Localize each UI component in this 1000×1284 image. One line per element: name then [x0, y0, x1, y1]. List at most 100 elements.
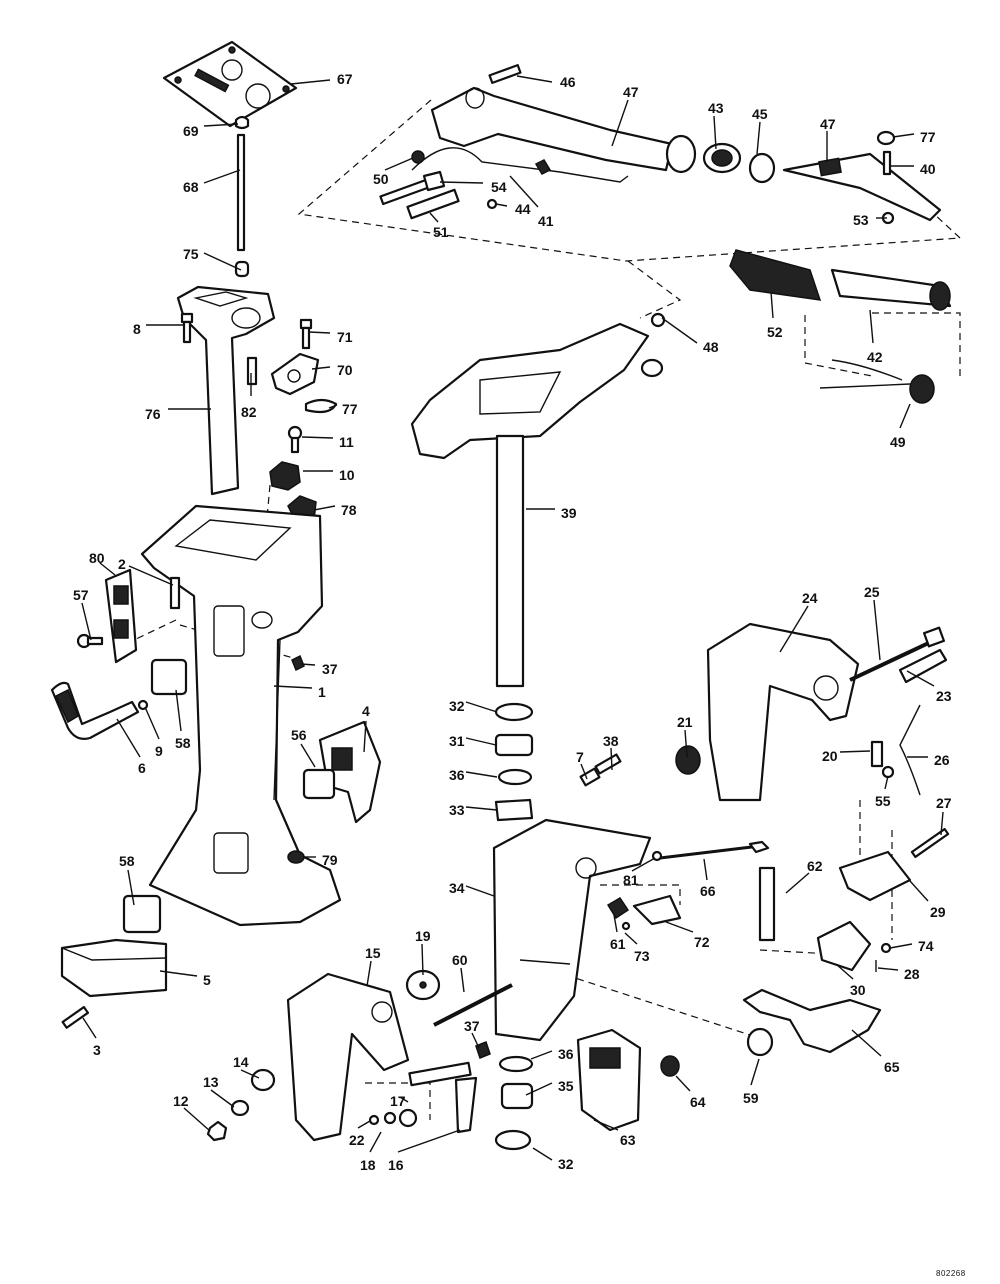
callout-label-c19: 19 — [415, 928, 431, 944]
callout-label-c28: 28 — [904, 966, 920, 982]
callout-leader-c43 — [713, 115, 717, 150]
callout-label-c61: 61 — [610, 936, 626, 952]
thrust-washer-part-32-upper — [494, 702, 534, 722]
callout-label-c74: 74 — [918, 938, 934, 954]
callout-label-c33: 33 — [449, 802, 465, 818]
bolt-part-8 — [180, 312, 194, 344]
callout-leader-c7 — [580, 763, 588, 780]
pad-part-56 — [302, 768, 336, 800]
spring-part-62 — [758, 866, 776, 942]
bracket-part-63 — [576, 1028, 642, 1132]
screw-part-57 — [76, 633, 104, 649]
callout-leader-c22 — [357, 1120, 371, 1129]
lever-part-72 — [632, 894, 682, 926]
callout-label-c32a: 32 — [449, 698, 465, 714]
callout-label-c38: 38 — [603, 733, 619, 749]
callout-leader-c37b — [471, 1032, 480, 1049]
spring-part-64 — [660, 1055, 680, 1077]
callout-leader-c32a — [465, 701, 498, 713]
callout-label-c36a: 36 — [449, 767, 465, 783]
callout-label-c62: 62 — [807, 858, 823, 874]
callout-leader-c80 — [99, 562, 116, 576]
callout-label-c9: 9 — [155, 743, 163, 759]
bushing-part-75 — [234, 260, 250, 278]
callout-leader-c66 — [703, 858, 708, 881]
liner-part-33 — [494, 798, 534, 822]
cam-part-61 — [606, 896, 630, 920]
callout-leader-c49 — [899, 403, 911, 429]
figure-code: 802268 — [936, 1269, 966, 1278]
callout-label-c22: 22 — [349, 1132, 365, 1148]
gasket-plate-part-67 — [162, 40, 298, 128]
callout-label-c42: 42 — [867, 349, 883, 365]
screw-part-11 — [287, 425, 303, 454]
callout-leader-c31 — [465, 737, 497, 746]
callout-leader-c19 — [421, 943, 424, 976]
callout-label-c3: 3 — [93, 1042, 101, 1058]
callout-leader-c69 — [203, 123, 239, 127]
stern-bracket-part-34 — [492, 818, 652, 1042]
callout-label-c53: 53 — [853, 212, 869, 228]
callout-leader-c6 — [116, 718, 141, 758]
callout-leader-c72 — [665, 921, 694, 933]
callout-leader-c45 — [756, 121, 761, 155]
screw-part-38 — [594, 753, 622, 775]
grip-part-52 — [729, 249, 822, 301]
callout-leader-c12 — [183, 1107, 211, 1132]
callout-label-c47b: 47 — [820, 116, 836, 132]
screw-part-18 — [383, 1111, 397, 1125]
callout-leader-c63 — [593, 1119, 619, 1131]
callout-leader-c54 — [439, 181, 484, 184]
callout-leader-c37a — [300, 663, 316, 666]
callout-label-c39: 39 — [561, 505, 577, 521]
callout-leader-c9 — [144, 706, 160, 740]
callout-leader-c50 — [384, 157, 414, 171]
callout-label-c70: 70 — [337, 362, 353, 378]
callout-leader-c1 — [273, 685, 313, 689]
callout-label-c2: 2 — [118, 556, 126, 572]
callout-label-c34: 34 — [449, 880, 465, 896]
rod-part-66 — [659, 840, 770, 860]
pin-part-73 — [621, 921, 631, 931]
callout-label-c23: 23 — [936, 688, 952, 704]
washer-part-48 — [640, 312, 666, 378]
callout-label-c25: 25 — [864, 584, 880, 600]
bolt-part-3 — [61, 1005, 90, 1029]
callout-leader-c55 — [884, 775, 889, 790]
callout-leader-c62 — [785, 872, 810, 894]
callout-leader-c24 — [779, 605, 809, 653]
callout-label-c4: 4 — [362, 703, 370, 719]
bolt-part-2 — [169, 576, 181, 610]
callout-label-c12: 12 — [173, 1093, 189, 1109]
callout-leader-c73 — [624, 932, 638, 945]
callout-leader-c13 — [210, 1089, 235, 1108]
callout-label-c67: 67 — [337, 71, 353, 87]
exhaust-tube-part-76 — [176, 285, 276, 496]
callout-label-c43: 43 — [708, 100, 724, 116]
callout-label-c14: 14 — [233, 1054, 249, 1070]
plug-part-79 — [287, 850, 305, 864]
callout-label-c31: 31 — [449, 733, 465, 749]
callout-label-c30: 30 — [850, 982, 866, 998]
bracket-part-80 — [104, 568, 138, 664]
callout-label-c48: 48 — [703, 339, 719, 355]
lower-mount-part-5 — [60, 938, 168, 998]
shaft-part-51 — [379, 174, 460, 220]
callout-leader-c20 — [839, 750, 871, 753]
bushing-part-14 — [250, 1068, 276, 1092]
callout-label-c82: 82 — [241, 404, 257, 420]
spring-wire-part-26 — [899, 704, 921, 796]
callout-leader-c36a — [465, 771, 498, 778]
pad-part-58-upper — [150, 658, 188, 696]
cover-part-70 — [270, 352, 320, 396]
callout-label-c59: 59 — [743, 1090, 759, 1106]
callout-leader-c34 — [465, 885, 495, 897]
callout-leader-c27 — [940, 811, 944, 836]
exhaust-housing-part-1 — [140, 504, 342, 927]
shift-lever-part-6 — [50, 681, 140, 740]
clip-part-69 — [234, 115, 250, 130]
callout-label-c56: 56 — [291, 727, 307, 743]
callout-label-c46: 46 — [560, 74, 576, 90]
callout-leader-c51 — [429, 212, 439, 223]
